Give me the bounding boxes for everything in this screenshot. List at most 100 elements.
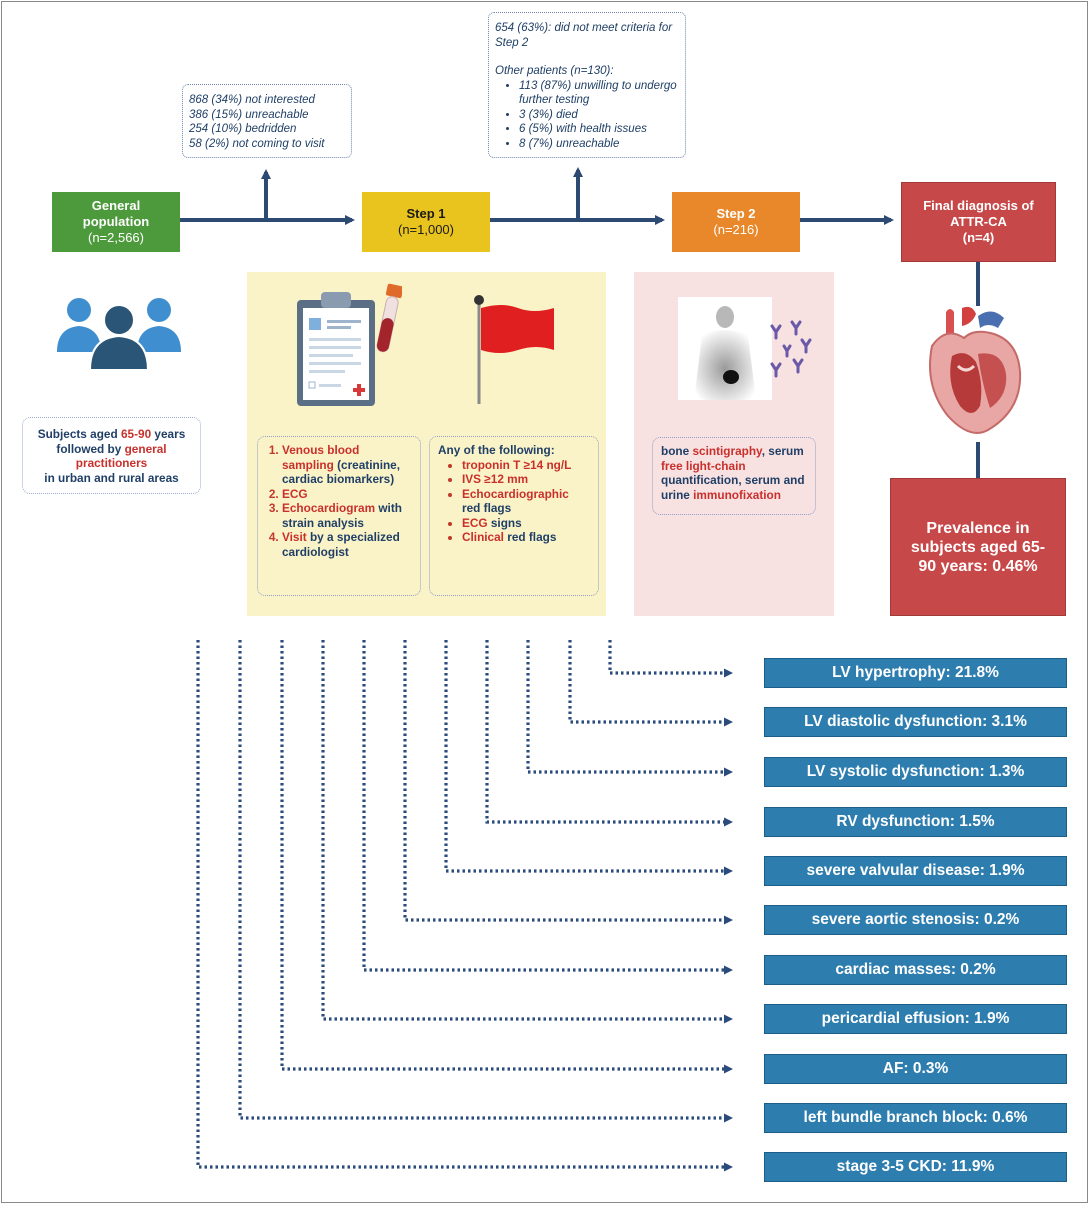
flag-clinical: Clinical bbox=[462, 530, 504, 544]
step1-test-item: ECG bbox=[282, 487, 412, 502]
dotted-connector bbox=[238, 640, 733, 1123]
antibody-icon bbox=[770, 320, 812, 378]
dotted-connector bbox=[403, 640, 733, 925]
step2-text-a: bone bbox=[661, 444, 693, 458]
flag-troponin: troponin T ≥14 ng/L bbox=[462, 457, 572, 472]
prevalence-text: Prevalence in subjects aged 65-90 years:… bbox=[910, 519, 1046, 575]
prevalence-box: Prevalence in subjects aged 65-90 years:… bbox=[890, 478, 1066, 616]
test-visit-detail: by a specialized cardiologist bbox=[282, 530, 400, 559]
general-population-box: General population (n=2,566) bbox=[52, 192, 180, 252]
finding-box: RV dysfunction: 1.5% bbox=[764, 807, 1067, 837]
finding-box: left bundle branch block: 0.6% bbox=[764, 1103, 1067, 1133]
people-icon bbox=[57, 298, 181, 370]
test-blood: Venous blood sampling bbox=[282, 443, 360, 472]
dotted-connector bbox=[485, 640, 733, 827]
step2-scintigraphy: scintigraphy bbox=[692, 444, 762, 458]
step1-tests-box: Venous blood sampling (creatinine, cardi… bbox=[257, 436, 421, 596]
dotted-connectors bbox=[196, 640, 733, 1172]
flag-ivs: IVS ≥12 mm bbox=[462, 472, 529, 486]
step2-immunofixation: immunofixation bbox=[693, 487, 781, 502]
exclusion-item: 8 (7%) unreachable bbox=[519, 137, 679, 152]
flag-ecg-detail: signs bbox=[487, 515, 522, 530]
exclusion-other-header: Other patients (n=130): bbox=[495, 65, 614, 77]
dotted-connector bbox=[444, 640, 733, 876]
test-ecg: ECG bbox=[282, 486, 308, 501]
step2-text-c: , serum bbox=[761, 444, 804, 458]
blood-tube-icon bbox=[376, 283, 402, 353]
flag-clinical-detail: red flags bbox=[503, 530, 557, 544]
final-diagnosis-box: Final diagnosis of ATTR-CA (n=4) bbox=[901, 182, 1056, 262]
subjects-box: Subjects aged 65-90 years followed by ge… bbox=[22, 417, 201, 494]
finding-box: LV hypertrophy: 21.8% bbox=[764, 658, 1067, 688]
step1-test-item: Echocardiogram with strain analysis bbox=[282, 501, 412, 530]
step2-title: Step 2 bbox=[716, 206, 756, 221]
exclusion-list: 113 (87%) unwilling to undergo further t… bbox=[495, 79, 679, 152]
heart-icon bbox=[929, 306, 1022, 434]
finding-box: pericardial effusion: 1.9% bbox=[764, 1004, 1067, 1034]
test-echo: Echocardiogram bbox=[282, 501, 376, 515]
step1-count: (n=1,000) bbox=[397, 222, 454, 237]
finding-box: severe aortic stenosis: 0.2% bbox=[764, 905, 1067, 935]
finding-box: stage 3-5 CKD: 11.9% bbox=[764, 1152, 1067, 1182]
flag-item: ECG signs bbox=[462, 516, 590, 531]
general-population-count: (n=2,566) bbox=[87, 230, 144, 245]
step2-flc: free light-chain bbox=[661, 458, 746, 473]
finding-box: AF: 0.3% bbox=[764, 1054, 1067, 1084]
subjects-text-2: years followed by bbox=[56, 427, 186, 456]
finding-box: LV diastolic dysfunction: 3.1% bbox=[764, 707, 1067, 737]
subjects-age: 65-90 bbox=[120, 427, 152, 441]
subjects-gp: general practitioners bbox=[75, 441, 167, 471]
flag-ecg: ECG bbox=[462, 515, 488, 530]
flag-item: IVS ≥12 mm bbox=[462, 472, 590, 487]
exclusion-item: 6 (5%) with health issues bbox=[519, 122, 679, 137]
flag-item: Clinical red flags bbox=[462, 530, 590, 545]
test-visit: Visit bbox=[282, 530, 307, 544]
exclusion-line: 58 (2%) not coming to visit bbox=[189, 137, 325, 150]
final-diagnosis-count: (n=4) bbox=[962, 230, 995, 245]
flag-item: Echocardiographic red flags bbox=[462, 487, 590, 516]
flag-item: troponin T ≥14 ng/L bbox=[462, 458, 590, 473]
finding-box: cardiac masses: 0.2% bbox=[764, 955, 1067, 985]
dotted-connector bbox=[321, 640, 733, 1024]
step2-count: (n=216) bbox=[713, 222, 759, 237]
exclusion-header: 654 (63%): did not meet criteria for Ste… bbox=[495, 22, 673, 49]
general-population-title: General population bbox=[82, 198, 150, 229]
step1-test-item: Visit by a specialized cardiologist bbox=[282, 530, 412, 559]
dotted-connector bbox=[196, 640, 733, 1172]
finding-box: severe valvular disease: 1.9% bbox=[764, 856, 1067, 886]
exclusion-note-1: 868 (34%) not interested 386 (15%) unrea… bbox=[182, 84, 352, 158]
step1-flags-box: Any of the following: troponin T ≥14 ng/… bbox=[429, 436, 599, 596]
dotted-connector bbox=[280, 640, 733, 1074]
exclusion-line: 868 (34%) not interested bbox=[189, 94, 315, 106]
exclusion-note-2: 654 (63%): did not meet criteria for Ste… bbox=[488, 12, 686, 158]
scintigraphy-image bbox=[678, 297, 772, 400]
subjects-text-1: Subjects aged bbox=[37, 427, 121, 441]
red-flag-icon bbox=[474, 295, 554, 404]
dotted-connector bbox=[568, 640, 733, 727]
exclusion-line: 386 (15%) unreachable bbox=[189, 108, 309, 121]
step1-box: Step 1 (n=1,000) bbox=[362, 192, 490, 252]
flag-echo: Echocardiographic bbox=[462, 486, 569, 501]
exclusion-item: 113 (87%) unwilling to undergo further t… bbox=[519, 79, 679, 108]
clipboard-icon bbox=[297, 292, 375, 406]
final-diagnosis-title: Final diagnosis of ATTR-CA bbox=[923, 198, 1034, 229]
step2-box: Step 2 (n=216) bbox=[672, 192, 800, 252]
exclusion-line: 254 (10%) bedridden bbox=[189, 123, 297, 135]
step1-tests-list: Venous blood sampling (creatinine, cardi… bbox=[266, 443, 412, 559]
subjects-text-3: in urban and rural areas bbox=[44, 470, 179, 485]
step1-title: Step 1 bbox=[406, 206, 446, 221]
step2-text-e: quantification, serum and urine bbox=[661, 473, 805, 502]
dotted-connector bbox=[526, 640, 733, 777]
step2-tests-box: bone scintigraphy, serum free light-chai… bbox=[652, 437, 816, 515]
dotted-connector bbox=[362, 640, 733, 975]
test-blood-detail: (creatinine, cardiac biomarkers) bbox=[282, 457, 401, 487]
finding-box: LV systolic dysfunction: 1.3% bbox=[764, 757, 1067, 787]
exclusion-item: 3 (3%) died bbox=[519, 108, 679, 123]
step1-test-item: Venous blood sampling (creatinine, cardi… bbox=[282, 443, 412, 487]
dotted-connector bbox=[608, 640, 733, 678]
flags-list: troponin T ≥14 ng/L IVS ≥12 mm Echocardi… bbox=[438, 458, 590, 545]
test-echo-detail: with strain analysis bbox=[282, 501, 402, 530]
flags-header: Any of the following: bbox=[438, 443, 555, 457]
